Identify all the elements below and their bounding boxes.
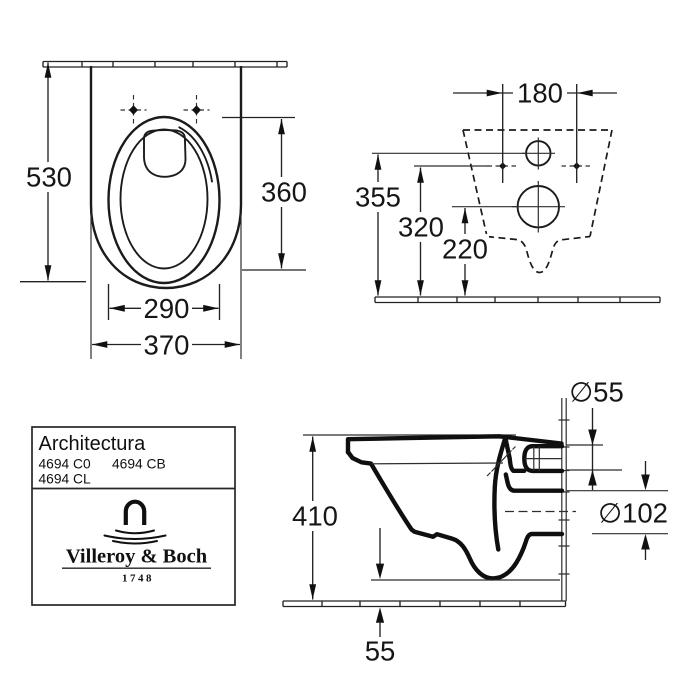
- dim-label-410: 410: [292, 501, 338, 532]
- wall-line-top-view: [42, 60, 288, 68]
- water-inlet-hole: [522, 137, 555, 170]
- seat-ring-gap-arc: [178, 126, 213, 183]
- dimension-180: 180: [453, 78, 617, 183]
- brand-established-year: 1748: [122, 573, 154, 585]
- dim-label-370: 370: [144, 330, 190, 361]
- flush-rim-shape: [143, 129, 187, 178]
- rear-body-dashed-outline: [462, 129, 613, 274]
- dim-label-360: 360: [261, 177, 307, 208]
- dim-label-290: 290: [144, 293, 190, 324]
- info-box: Architectura 4694 C0 4694 CB 4694 CL Vil…: [31, 426, 236, 606]
- dimension-220: 220: [441, 207, 489, 296]
- product-code-3: 4694 CL: [39, 472, 91, 487]
- product-code-2: 4694 CB: [112, 457, 166, 472]
- dimension-320: 320: [397, 167, 445, 296]
- dim-label-530: 530: [26, 162, 72, 193]
- dimension-360: 360: [222, 116, 308, 271]
- seat-outer-ring: [107, 115, 221, 285]
- dim-label-355: 355: [355, 182, 401, 213]
- dim-label-180: 180: [517, 78, 563, 109]
- dimension-355: 355: [354, 154, 402, 296]
- product-code-1: 4694 C0: [39, 457, 91, 472]
- dim-label-320: 320: [398, 212, 444, 243]
- profile-detail-lines: [371, 444, 668, 581]
- dimension-inlet-diameter: ∅55: [569, 377, 624, 490]
- brand-name: Villeroy & Boch: [66, 546, 208, 568]
- floor-line-rear: [374, 296, 661, 304]
- toilet-profile: [345, 434, 565, 581]
- dimension-55: 55: [365, 528, 396, 667]
- reference-lines: [372, 152, 526, 208]
- fixing-hole-left: [120, 95, 147, 125]
- dimension-outlet-diameter: ∅102: [598, 461, 668, 560]
- series-name: Architectura: [39, 433, 147, 455]
- pan-body-outline: [89, 66, 243, 290]
- dim-label-dia55: ∅55: [569, 377, 624, 408]
- dimension-290: 290: [107, 284, 221, 324]
- outlet-hole: [512, 181, 565, 233]
- dimension-530: 530: [20, 62, 86, 283]
- info-box-border: [31, 426, 236, 606]
- dim-label-220: 220: [442, 234, 488, 265]
- top-view: 530 360 290 370: [20, 60, 308, 361]
- brand-logo-icon: [103, 499, 167, 545]
- rear-view: 180 355 320 220: [354, 78, 661, 304]
- dimension-410: 410: [291, 436, 339, 600]
- dimension-370: 370: [90, 214, 242, 361]
- dim-label-55: 55: [365, 636, 396, 667]
- dim-label-dia102: ∅102: [598, 498, 668, 529]
- floor-line-side: [282, 600, 567, 608]
- side-view: 410 ∅55 ∅102 55: [282, 377, 668, 667]
- fixing-hole-right: [183, 95, 210, 125]
